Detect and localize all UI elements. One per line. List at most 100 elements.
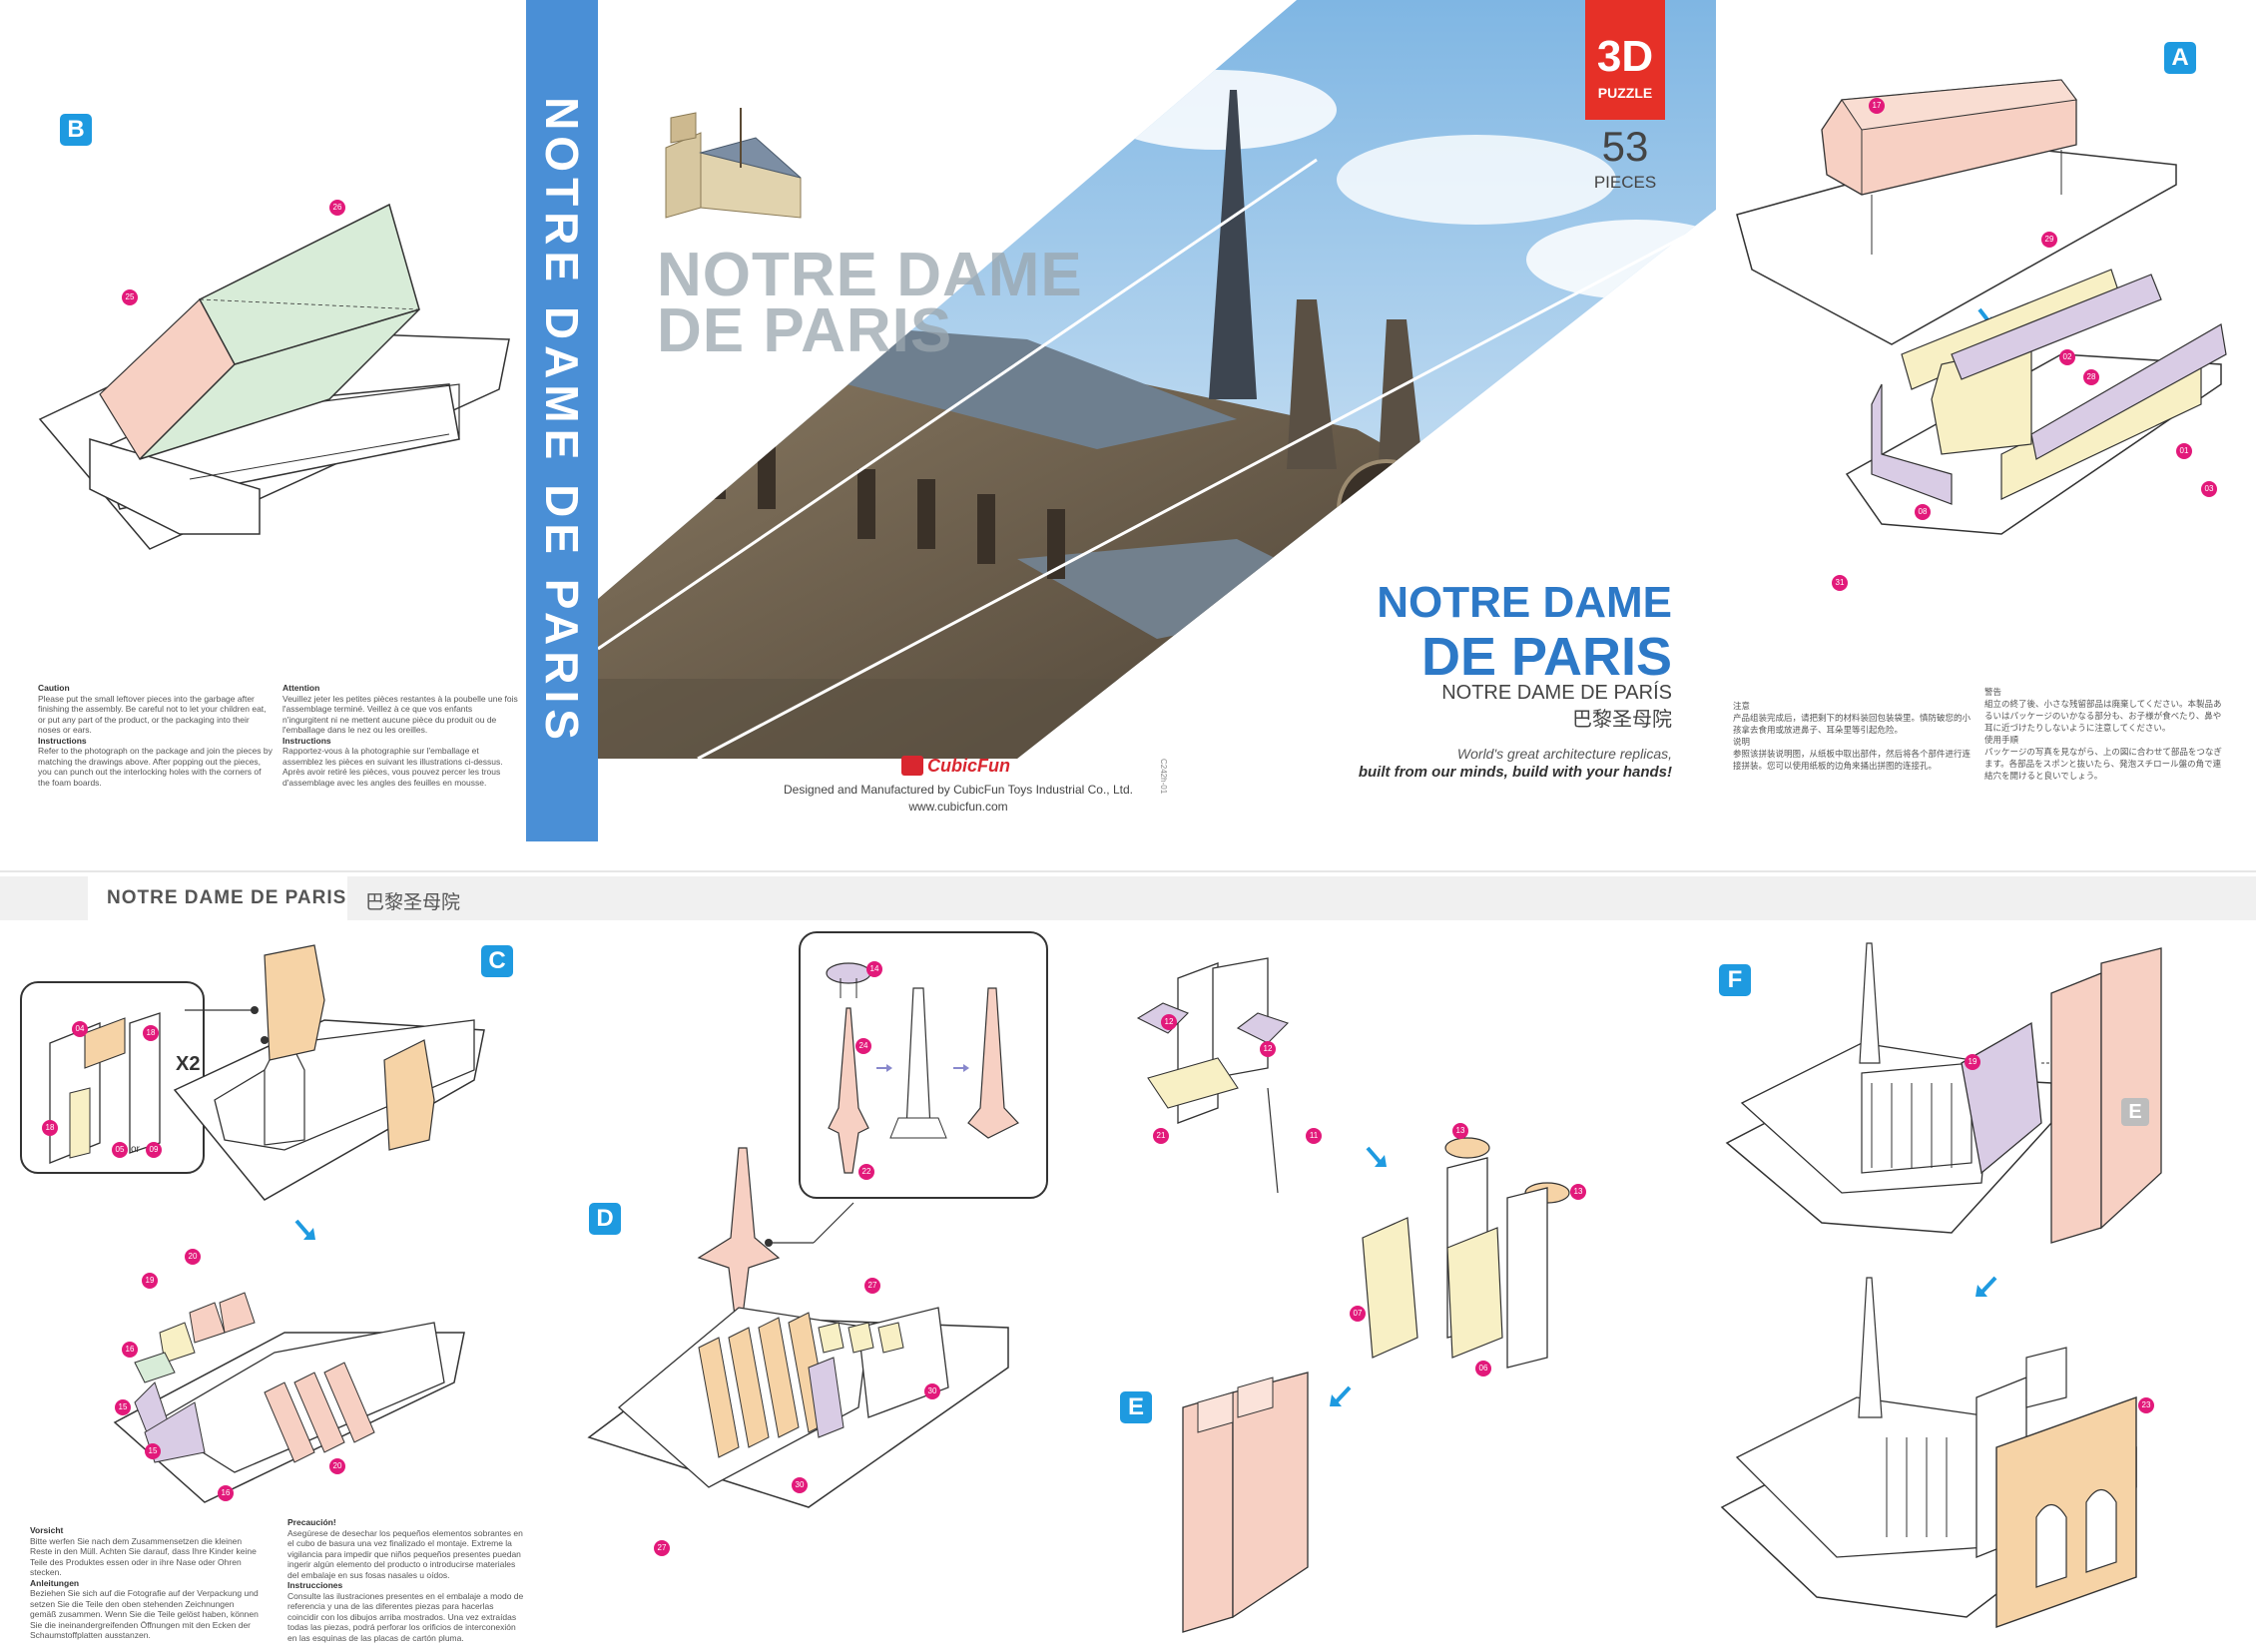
piece-num-e-21: 21	[1153, 1128, 1169, 1144]
step-badge-f: F	[1719, 964, 1751, 996]
piece-num-c-05: 05	[112, 1142, 128, 1158]
text-block-es: Precaución! Asegúrese de desechar los pe…	[287, 1517, 527, 1643]
piece-num-26: 26	[329, 200, 345, 216]
step-badge-e: E	[1120, 1391, 1152, 1423]
piece-num-d-30b: 30	[792, 1477, 808, 1493]
piece-num-c-18b: 18	[42, 1120, 58, 1136]
text-block-jp: 警告 組立の終了後、小さな残留部品は廃棄してください。本製品あるいはパッケージの…	[1984, 687, 2226, 783]
piece-num-e-12a: 12	[1161, 1014, 1177, 1030]
piece-num-17: 17	[1869, 98, 1885, 114]
text-block-de: Vorsicht Bitte werfen Sie nach dem Zusam…	[30, 1525, 260, 1641]
piece-num-c-16b: 16	[218, 1485, 234, 1501]
piece-num-d-30a: 30	[924, 1383, 940, 1399]
cathedral-photo-illustration	[598, 0, 1716, 759]
caution-body-jp: 組立の終了後、小さな残留部品は廃棄してください。本製品あるいはパッケージのいかな…	[1984, 700, 2222, 734]
piece-num-f-19: 19	[1965, 1054, 1980, 1070]
instructions-title-en: Instructions	[38, 735, 87, 746]
piece-num-e-11: 11	[1306, 1128, 1322, 1144]
spine-title-wrap: NOTRE DAME DE PARIS	[526, 0, 598, 841]
piece-num-28: 28	[2083, 369, 2099, 385]
arrow-down-left-icon-e	[1330, 1385, 1352, 1406]
piece-num-e-12b: 12	[1260, 1041, 1276, 1057]
section-banner-title: NOTRE DAME DE PARIS	[107, 887, 347, 908]
cubicfun-logo-icon	[901, 756, 923, 776]
piece-num-c-15a: 15	[115, 1399, 131, 1415]
caution-body-cn: 产品组装完成后，请把剩下的材料装回包装袋里。慎防破您的小孩拿去食用或放进鼻子、耳…	[1733, 714, 1972, 736]
caution-body-es: Asegúrese de desechar los pequeños eleme…	[287, 1527, 523, 1580]
inset-multiplier: X2	[176, 1053, 201, 1075]
diagram-d	[587, 1147, 1009, 1508]
cover-tagline-1: World's great architecture replicas,	[1456, 746, 1672, 762]
photo-overlay-line2: DE PARIS	[657, 296, 953, 365]
piece-num-c-16a: 16	[122, 1342, 138, 1358]
piece-num-d-27b: 27	[654, 1540, 670, 1556]
diagram-e1-bottom	[1362, 1137, 1570, 1369]
badge-3d-puzzle: 3D PUZZLE	[1585, 0, 1665, 120]
product-code: C242h-01	[1159, 759, 1168, 795]
spine-title: NOTRE DAME DE PARIS	[536, 96, 589, 746]
inset-or-label: or	[131, 1144, 140, 1155]
inset-diagram-d	[826, 962, 1019, 1174]
instructions-body-es: Consulte las ilustraciones presentes en …	[287, 1590, 524, 1643]
piece-num-e-13a: 13	[1452, 1123, 1468, 1139]
section-banner	[0, 876, 2256, 920]
arrow-down-icon-c	[294, 1219, 315, 1240]
badge-puzzle: PUZZLE	[1597, 85, 1653, 101]
diagram-b	[38, 203, 510, 550]
piece-num-03: 03	[2201, 481, 2217, 497]
piece-num-c-20a: 20	[185, 1249, 201, 1265]
caution-title-en: Caution	[38, 683, 70, 693]
piece-num-e-07: 07	[1350, 1306, 1366, 1322]
piece-num-c-04: 04	[72, 1021, 88, 1037]
brand-name: CubicFun	[927, 756, 1010, 776]
piece-num-c-20b: 20	[329, 1458, 345, 1474]
pieces-count: 53	[1601, 123, 1649, 170]
website: www.cubicfun.com	[908, 800, 1008, 814]
caution-title-es: Precaución!	[287, 1517, 336, 1527]
piece-num-e-06: 06	[1475, 1361, 1491, 1377]
text-block-en: Caution Please put the small leftover pi…	[38, 683, 273, 788]
arrow-down-icon-e1	[1366, 1146, 1387, 1167]
caution-body-de: Bitte werfen Sie nach dem Zusammensetzen…	[30, 1535, 257, 1578]
caution-title-de: Vorsicht	[30, 1525, 64, 1535]
step-ref-e: E	[2121, 1098, 2149, 1126]
piece-num-29: 29	[2041, 232, 2057, 248]
section-banner-title-cn: 巴黎圣母院	[365, 891, 461, 913]
diagram-f-top	[1725, 942, 2162, 1244]
piece-num-c-09: 09	[146, 1142, 162, 1158]
badge-3d: 3D	[1596, 32, 1654, 81]
section-banner-label-bg	[88, 876, 347, 920]
box-spine	[526, 0, 598, 841]
piece-num-c-19: 19	[142, 1273, 158, 1289]
diagram-e2	[1182, 1372, 1309, 1633]
piece-num-08: 08	[1915, 504, 1931, 520]
diagram-f-bottom	[1720, 1277, 2137, 1628]
cover-subtitle-cn: 巴黎圣母院	[1572, 707, 1672, 731]
piece-num-e-13b: 13	[1570, 1184, 1586, 1200]
text-block-fr: Attention Veuillez jeter les petites piè…	[282, 683, 520, 788]
piece-num-f-23: 23	[2138, 1397, 2154, 1413]
piece-num-02: 02	[2059, 349, 2075, 365]
piece-num-d-27a: 27	[864, 1278, 880, 1294]
instructions-title-es: Instrucciones	[287, 1580, 343, 1590]
caution-body-fr: Veuillez jeter les petites pièces restan…	[282, 693, 518, 736]
cover-tagline-2: built from our minds, build with your ha…	[1358, 764, 1672, 781]
instructions-title-de: Anleitungen	[30, 1577, 80, 1588]
diagram-c-bottom	[113, 1292, 465, 1503]
diagram-a	[1736, 79, 2227, 535]
piece-num-d-22: 22	[858, 1164, 874, 1180]
arrow-down-left-icon-f	[1975, 1276, 1997, 1297]
pieces-label: PIECES	[1593, 173, 1657, 192]
instructions-body-cn: 参照该拼装说明图，从纸板中取出部件，然后将各个部件进行连接拼装。您可以使用纸板的…	[1733, 750, 1972, 772]
instructions-body-fr: Rapportez-vous à la photographie sur l'e…	[282, 746, 503, 788]
instructions-body-de: Beziehen Sie sich auf die Fotografie auf…	[30, 1588, 259, 1640]
maker-line: Designed and Manufactured by CubicFun To…	[784, 783, 1133, 797]
instructions-title-jp: 使用手順	[1984, 736, 2019, 746]
piece-num-c-18a: 18	[143, 1025, 159, 1041]
piece-num-d-14: 14	[866, 961, 882, 977]
step-badge-a: A	[2164, 42, 2196, 74]
piece-num-01: 01	[2176, 443, 2192, 459]
cover-subtitle-es: NOTRE DAME DE PARÍS	[1441, 682, 1672, 704]
instructions-title-fr: Instructions	[282, 735, 331, 746]
step-badge-c: C	[481, 945, 513, 977]
